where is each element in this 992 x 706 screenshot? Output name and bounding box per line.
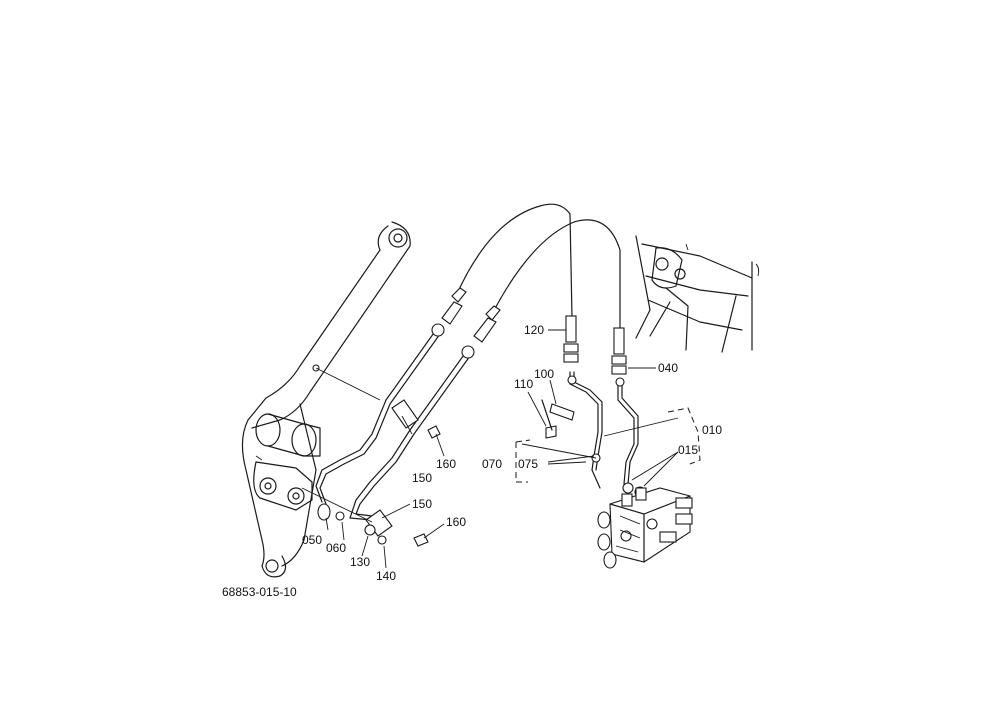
part-labels: 010 015 040 050 060 070 075 100 110 120 … <box>222 323 722 599</box>
label-160-lower: 160 <box>446 515 466 529</box>
label-150-lower: 150 <box>412 497 432 511</box>
label-120: 120 <box>524 323 544 337</box>
label-110: 110 <box>514 377 533 391</box>
label-070: 070 <box>482 457 502 471</box>
label-010: 010 <box>702 423 722 437</box>
label-130: 130 <box>350 555 370 569</box>
label-060: 060 <box>326 541 346 555</box>
label-150-upper: 150 <box>412 471 432 485</box>
label-075: 075 <box>518 457 538 471</box>
label-100: 100 <box>534 367 554 381</box>
label-140: 140 <box>376 569 396 583</box>
label-160-upper: 160 <box>436 457 456 471</box>
label-015: 015 <box>678 443 698 457</box>
tractor-frame <box>635 235 760 353</box>
valve-pipes <box>541 371 646 498</box>
label-050: 050 <box>302 533 322 547</box>
control-valve <box>597 487 693 569</box>
drawing-id: 68853-015-10 <box>222 585 297 599</box>
kit-brackets <box>515 407 701 483</box>
leader-lines <box>301 329 679 569</box>
label-040: 040 <box>658 361 678 375</box>
loader-arm <box>241 221 411 578</box>
hoses <box>441 203 627 375</box>
rigid-pipes <box>315 323 475 547</box>
